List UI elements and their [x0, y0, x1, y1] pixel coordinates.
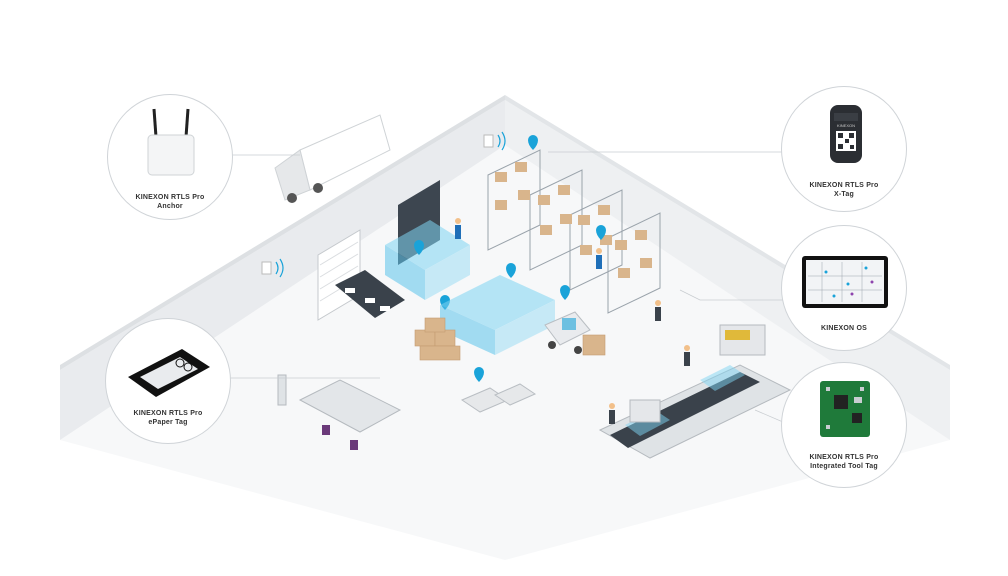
tablet-dashboard-icon [802, 256, 888, 308]
zone-storage [440, 275, 555, 355]
conveyor-left [335, 270, 405, 318]
agv-robot [460, 383, 537, 413]
zone-receiving [385, 220, 470, 300]
truck [274, 114, 391, 203]
callout-integrated-tool-tag: KINEXON RTLS Pro Integrated Tool Tag [781, 362, 907, 488]
anchor-icon [261, 258, 284, 278]
anchor-device-icon [147, 108, 195, 176]
callout-anchor-line2: Anchor [157, 203, 183, 210]
callout-epaper-tag: KINEXON RTLS Pro ePaper Tag [105, 318, 231, 444]
worker-icon [684, 345, 690, 366]
callout-epaper-line2: ePaper Tag [148, 419, 188, 426]
control-room [277, 374, 402, 450]
callout-epaper-line1: KINEXON RTLS Pro [133, 410, 203, 417]
callout-tooltag-line1: KINEXON RTLS Pro [809, 454, 879, 461]
production-line [598, 324, 792, 459]
x-tag-device-icon: KINEXON [830, 105, 862, 163]
callout-xtag-line2: X-Tag [834, 191, 854, 198]
callout-xtag-line1: KINEXON RTLS Pro [809, 182, 879, 189]
x-tag-brand-text: KINEXON [837, 123, 855, 128]
callout-kinexon-os: KINEXON OS [781, 225, 907, 351]
callout-anchor: KINEXON RTLS Pro Anchor [107, 94, 233, 220]
callout-anchor-line1: KINEXON RTLS Pro [135, 194, 205, 201]
right-wall [505, 100, 950, 440]
epaper-tag-icon [128, 349, 210, 397]
pallet-boxes [414, 317, 606, 361]
anchor-icon [483, 131, 506, 151]
forklift [544, 311, 591, 354]
callout-tooltag-line2: Integrated Tool Tag [810, 463, 878, 470]
location-pin-icon [414, 135, 606, 382]
worker-icon [609, 403, 615, 424]
callout-x-tag: KINEXON KINEXON RTLS Pro X-Tag [781, 86, 907, 212]
loading-door-1 [317, 229, 361, 321]
callout-os-line1: KINEXON OS [821, 325, 867, 332]
shelving-racks [487, 149, 661, 314]
worker-icon [655, 300, 661, 321]
circuit-board-icon [820, 381, 870, 437]
worker-icon [596, 248, 602, 269]
left-wall-top [60, 95, 505, 370]
worker-icon [455, 218, 461, 239]
